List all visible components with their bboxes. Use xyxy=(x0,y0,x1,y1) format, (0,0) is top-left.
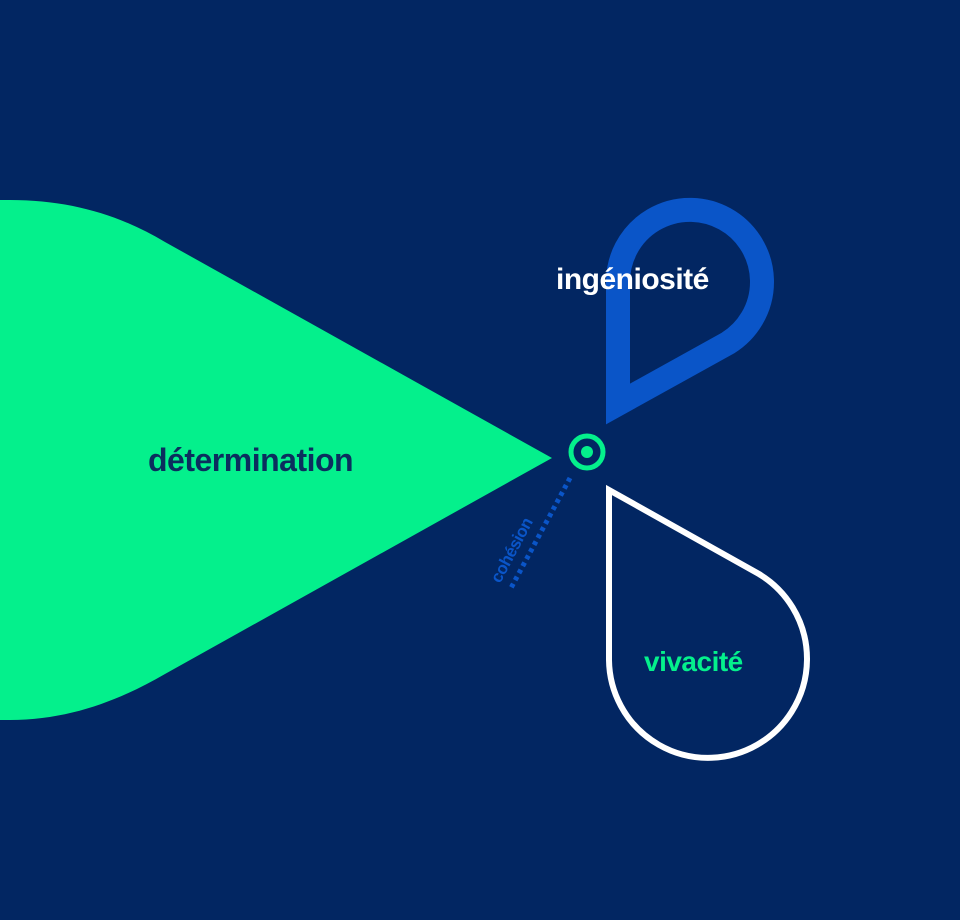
vivacite-petal xyxy=(606,484,810,761)
ingeniosite-petal xyxy=(605,197,774,425)
cohesion-link xyxy=(508,476,573,590)
center-target-dot xyxy=(581,446,593,458)
center-target-ring xyxy=(568,433,606,471)
determination-petal xyxy=(0,200,552,720)
label-determination: détermination xyxy=(148,442,353,478)
label-vivacite: vivacité xyxy=(644,646,743,677)
label-ingeniosite: ingéniosité xyxy=(556,263,709,296)
